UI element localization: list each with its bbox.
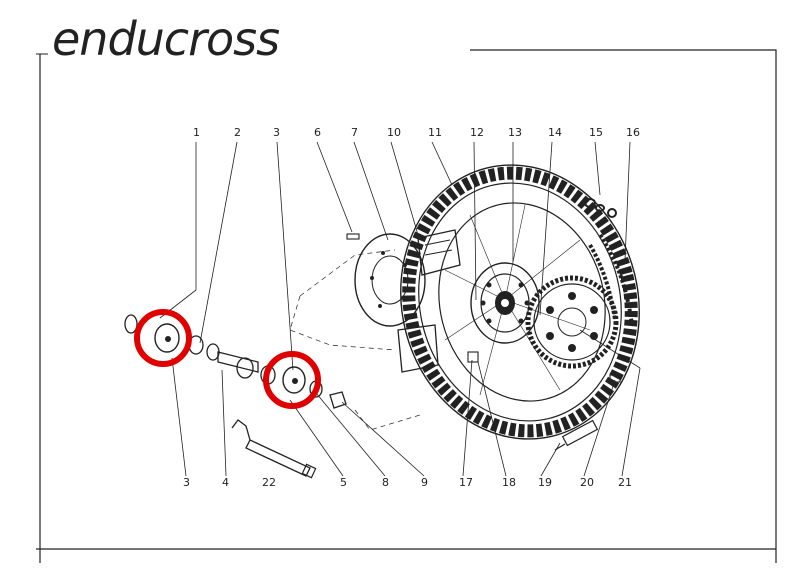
label-2: 2 <box>234 126 241 139</box>
label-19: 19 <box>538 476 552 489</box>
label-14: 14 <box>548 126 562 139</box>
chain-master-link <box>584 198 617 218</box>
label-10: 10 <box>387 126 401 139</box>
label-12: 12 <box>470 126 484 139</box>
brake-disc <box>354 233 426 327</box>
label-8: 8 <box>382 476 389 489</box>
chain-adjuster <box>554 419 599 451</box>
label-9: 9 <box>421 476 428 489</box>
label-15: 15 <box>589 126 603 139</box>
bottom-labels: 3 4 22 5 8 9 17 18 19 20 21 <box>183 476 632 489</box>
leader-lines <box>159 141 641 477</box>
label-11: 11 <box>428 126 442 139</box>
label-5: 5 <box>340 476 347 489</box>
rear-sprocket <box>525 275 619 369</box>
bolts <box>346 233 621 383</box>
brand-title: enducross <box>52 12 279 66</box>
label-7: 7 <box>351 126 358 139</box>
label-13: 13 <box>508 126 522 139</box>
highlight-circle-left <box>134 309 192 367</box>
label-20: 20 <box>580 476 594 489</box>
label-16: 16 <box>626 126 640 139</box>
spokes <box>444 204 591 396</box>
label-4: 4 <box>222 476 229 489</box>
top-labels: 1 2 3 6 7 10 11 12 13 14 15 16 <box>193 126 640 139</box>
wheel-hub <box>470 262 540 344</box>
label-3-bottom: 3 <box>183 476 190 489</box>
highlight-circle-right <box>263 351 321 409</box>
label-17: 17 <box>459 476 473 489</box>
label-18: 18 <box>502 476 516 489</box>
rear-axle-shaft <box>231 419 317 479</box>
spacer-washer-3 <box>154 323 180 353</box>
label-3-top: 3 <box>273 126 280 139</box>
highlight-circles <box>134 309 321 409</box>
label-21: 21 <box>618 476 632 489</box>
spacer-washer-5 <box>282 366 306 394</box>
assembly-guides <box>289 249 421 431</box>
frame <box>36 49 777 563</box>
brake-caliper <box>397 229 461 373</box>
label-22: 22 <box>262 476 276 489</box>
label-6: 6 <box>314 126 321 139</box>
label-1: 1 <box>193 126 200 139</box>
drive-chain <box>588 233 634 326</box>
